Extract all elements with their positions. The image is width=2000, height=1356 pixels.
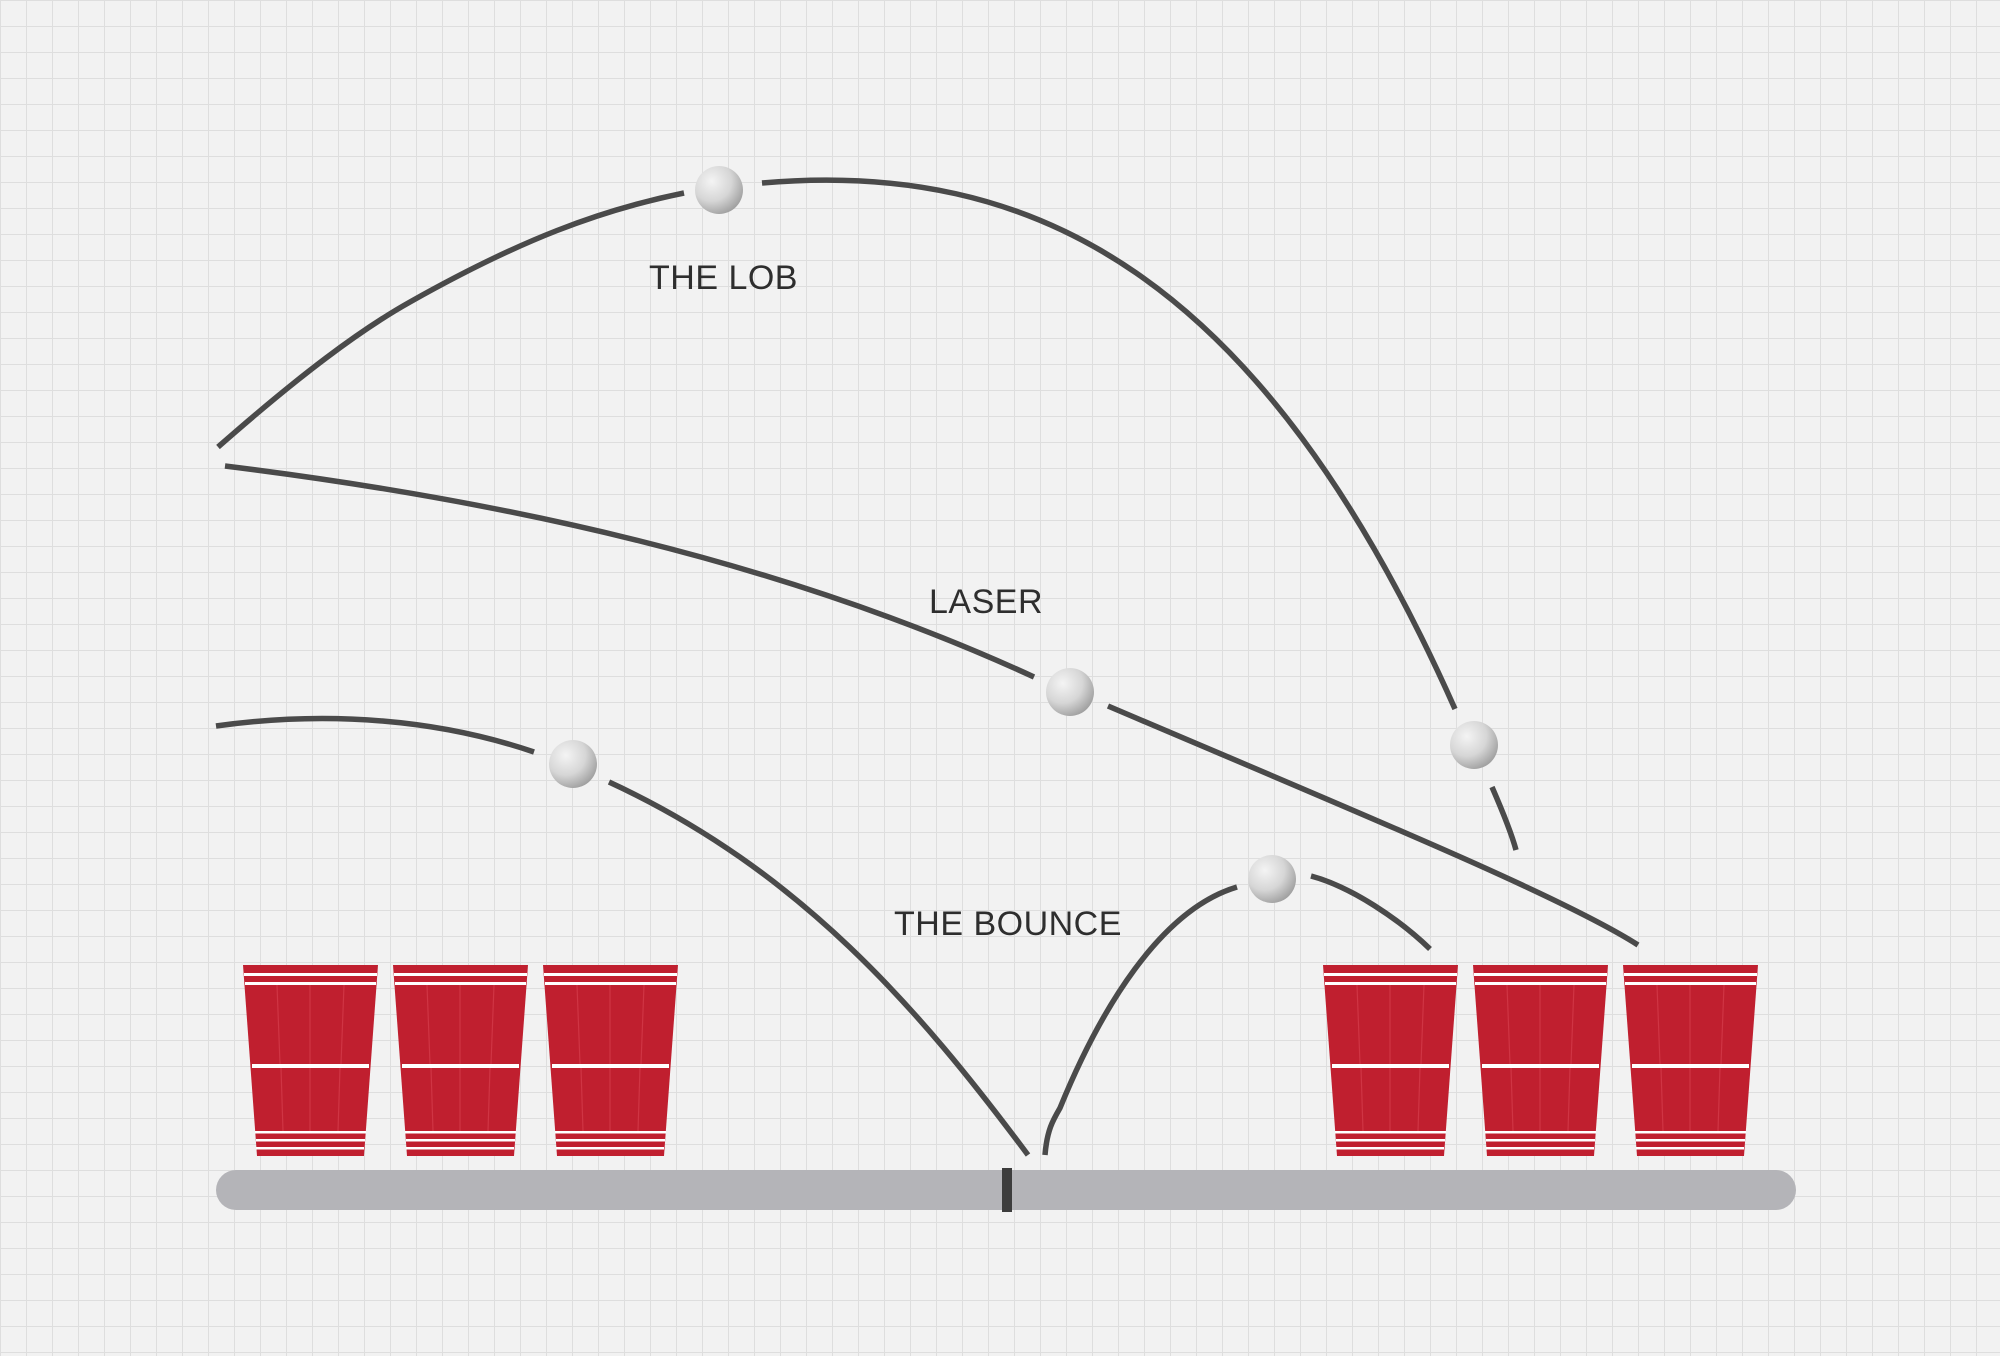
lob-path-segment xyxy=(216,190,685,450)
laser-label: LASER xyxy=(929,583,1043,621)
laser-ball xyxy=(1046,668,1094,716)
bounce-path-segment xyxy=(215,715,535,755)
bounce-ball-incoming xyxy=(549,740,597,788)
lob-ball-top xyxy=(695,166,743,214)
bounce-path-segment xyxy=(1310,873,1432,951)
laser-path-segment xyxy=(224,463,1036,680)
cup xyxy=(1622,964,1759,1157)
bounce-path-segment xyxy=(607,779,1031,1157)
cups-right xyxy=(1322,964,1759,1157)
cup xyxy=(542,964,679,1157)
cup xyxy=(1472,964,1609,1157)
bounce-path-segment xyxy=(1042,884,1238,1156)
lob-path-segment xyxy=(1489,785,1519,851)
cup xyxy=(1322,964,1459,1157)
lob-label: THE LOB xyxy=(649,259,798,297)
cup xyxy=(242,964,379,1157)
bounce-label: THE BOUNCE xyxy=(894,905,1122,943)
cups-left xyxy=(242,964,679,1157)
bounce-trajectory xyxy=(215,715,1432,1157)
laser-trajectory xyxy=(224,463,1640,948)
lob-path-segment xyxy=(761,177,1458,711)
net xyxy=(1002,1168,1012,1212)
bounce-ball-rebound xyxy=(1248,855,1296,903)
lob-ball-descending xyxy=(1450,721,1498,769)
laser-path-segment xyxy=(1106,703,1640,948)
lob-trajectory xyxy=(216,177,1519,851)
cup xyxy=(392,964,529,1157)
